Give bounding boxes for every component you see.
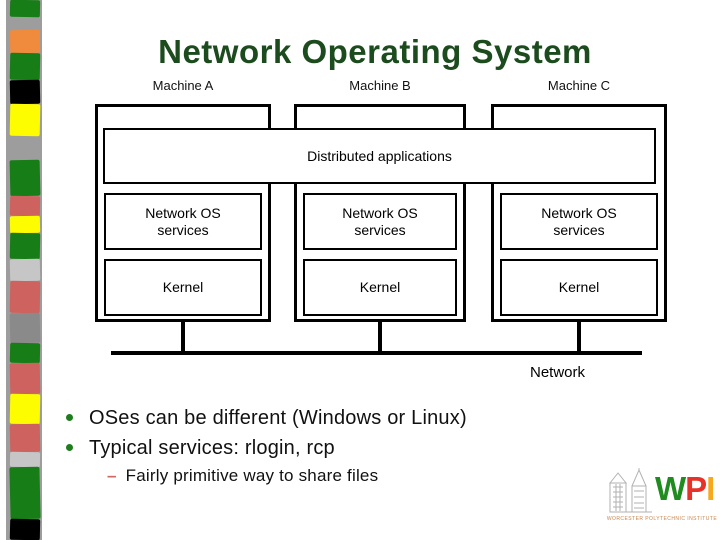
strip-color-block (9, 79, 41, 105)
bullet-text: OSes can be different (Windows or Linux) (89, 407, 467, 429)
wpi-tagline: WORCESTER POLYTECHNIC INSTITUTE (606, 516, 718, 522)
machine-b-kernel-box: Kernel (303, 259, 457, 316)
sub-bullet-dash-icon: – (107, 466, 117, 485)
strip-color-block (9, 29, 41, 54)
strip-color-block (9, 451, 41, 468)
machine-b-network-os-services-box: Network OS services (303, 193, 457, 250)
strip-color-block (9, 215, 41, 234)
strip-color-block (9, 280, 41, 314)
strip-color-block (9, 52, 41, 81)
network-bus-line (111, 351, 642, 355)
strip-color-block (9, 518, 41, 540)
strip-color-block (9, 423, 41, 453)
distributed-applications-box: Distributed applications (103, 128, 656, 184)
machine-c-services-label: Network OS services (541, 204, 617, 238)
strip-color-block (9, 342, 41, 364)
bullet-dot-icon (66, 414, 73, 421)
bullet-text: Typical services: rlogin, rcp (89, 437, 335, 459)
strip-color-block (9, 258, 41, 282)
wpi-letter-w: W (655, 470, 686, 507)
distributed-applications-label: Distributed applications (307, 148, 452, 164)
strip-color-block (9, 312, 41, 344)
machine-b-services-label: Network OS services (342, 204, 418, 238)
bullet-dot-icon (66, 444, 73, 451)
strip-color-block (9, 0, 41, 18)
machine-c-kernel-label: Kernel (558, 279, 600, 295)
bullet-list: OSes can be different (Windows or Linux)… (64, 403, 649, 489)
machine-a-kernel-box: Kernel (104, 259, 262, 316)
strip-color-block (9, 466, 41, 520)
sub-bullet-item: – Fairly primitive way to share files (107, 463, 649, 489)
machine-b-kernel-label: Kernel (359, 279, 401, 295)
strip-color-block (9, 103, 41, 137)
strip-color-block (9, 362, 41, 395)
decorative-color-strip (6, 0, 42, 540)
wpi-letters: WPI (655, 466, 715, 512)
machine-a-label: Machine A (152, 78, 214, 93)
machine-c-network-os-services-box: Network OS services (500, 193, 658, 250)
wpi-letter-p: P (685, 470, 707, 507)
machine-a-kernel-label: Kernel (162, 279, 204, 295)
network-label: Network (529, 364, 585, 381)
machine-b-label: Machine B (349, 78, 411, 93)
page-title: Network Operating System (158, 33, 592, 70)
strip-color-block (9, 232, 41, 260)
wpi-logo: WPI WORCESTER POLYTECHNIC INSTITUTE (606, 461, 718, 531)
bullet-item: OSes can be different (Windows or Linux) (64, 403, 649, 433)
machine-b-network-connector (378, 322, 382, 353)
bullet-item: Typical services: rlogin, rcp (64, 433, 649, 463)
machine-a-network-connector (181, 322, 185, 353)
sub-bullet-text: Fairly primitive way to share files (125, 466, 379, 485)
strip-color-block (9, 393, 41, 425)
machine-c-label: Machine C (547, 78, 611, 93)
machine-a-network-os-services-box: Network OS services (104, 193, 262, 250)
wpi-letter-i: I (706, 470, 715, 507)
machine-c-network-connector (577, 322, 581, 353)
wpi-tower-icon (608, 468, 652, 513)
strip-color-block (9, 159, 41, 197)
machine-c-kernel-box: Kernel (500, 259, 658, 316)
strip-color-block (9, 195, 41, 217)
machine-a-services-label: Network OS services (145, 204, 221, 238)
